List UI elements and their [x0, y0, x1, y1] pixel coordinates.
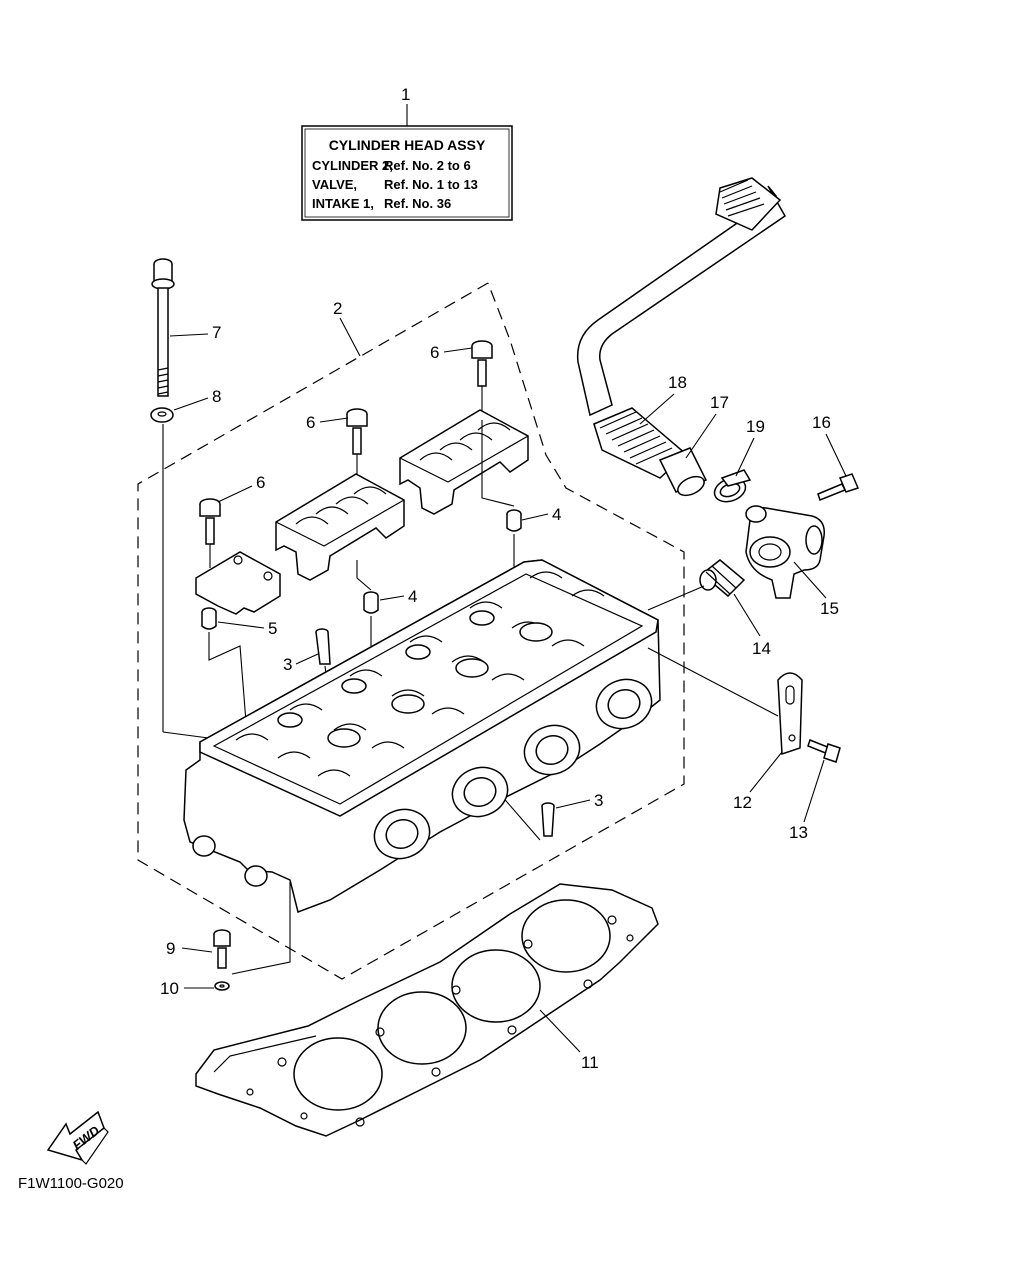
callout-14: 14 — [752, 639, 771, 658]
callout-8: 8 — [212, 387, 221, 406]
callout-19: 19 — [746, 417, 765, 436]
callout-15: 15 — [820, 599, 839, 618]
camshaft-cap-left — [195, 551, 281, 615]
callout-4-upper: 4 — [552, 505, 561, 524]
figure-code: F1W1100-G020 — [18, 1175, 124, 1192]
head-gasket — [195, 883, 659, 1137]
info-line-3-name: INTAKE 1, — [312, 196, 374, 211]
info-line-2-ref: Ref. No. 1 to 13 — [384, 177, 478, 192]
hose-clamp — [713, 469, 752, 503]
bolt-6-left — [199, 498, 221, 545]
info-box: CYLINDER HEAD ASSY CYLINDER 2, Ref. No. … — [301, 104, 513, 221]
valve-guide-3-upper — [315, 628, 331, 665]
callout-3-lower: 3 — [594, 791, 603, 810]
dowel-4-upper — [506, 509, 522, 532]
callout-12: 12 — [733, 793, 752, 812]
bolt-16 — [817, 473, 860, 501]
bolt-6-right — [471, 340, 493, 387]
thermo-sensor — [699, 559, 746, 598]
valve-guide-3-lower — [541, 802, 555, 837]
callout-2: 2 — [333, 299, 342, 318]
bolt-13 — [807, 739, 841, 763]
callout-5: 5 — [268, 619, 277, 638]
callout-3-upper: 3 — [283, 655, 292, 674]
cylinder-head — [183, 559, 661, 913]
fwd-arrow: FWD — [46, 1110, 109, 1165]
info-line-1-name: CYLINDER 2, — [312, 158, 393, 173]
callout-6-top: 6 — [430, 343, 439, 362]
bolt-6-middle — [346, 408, 368, 455]
callout-10: 10 — [160, 979, 179, 998]
camshaft-cap-middle — [275, 473, 405, 581]
dowel-5 — [201, 607, 217, 630]
callout-11: 11 — [581, 1053, 599, 1072]
breather-hose — [576, 177, 786, 497]
washer-8 — [150, 407, 174, 423]
info-line-3-ref: Ref. No. 36 — [384, 196, 451, 211]
callouts: 1 2 3 3 4 4 5 6 6 6 7 8 9 10 11 12 13 1 — [160, 85, 847, 1072]
thermostat-housing — [745, 505, 825, 599]
callout-16: 16 — [812, 413, 831, 432]
callout-1: 1 — [401, 85, 410, 104]
camshaft-cap-right — [399, 409, 529, 515]
callout-7: 7 — [212, 323, 221, 342]
callout-4-lower: 4 — [408, 587, 417, 606]
bolt-9 — [213, 929, 231, 969]
long-bolt-7 — [151, 258, 175, 397]
washer-10 — [214, 981, 230, 991]
bracket-12 — [777, 672, 803, 756]
dowel-4-lower — [363, 591, 379, 614]
info-line-1-ref: Ref. No. 2 to 6 — [384, 158, 471, 173]
assembly-boundary — [137, 282, 685, 980]
callout-6-middle: 6 — [306, 413, 315, 432]
callout-9: 9 — [166, 939, 175, 958]
info-box-title: CYLINDER HEAD ASSY — [329, 137, 486, 153]
info-line-2-name: VALVE, — [312, 177, 357, 192]
callout-18: 18 — [668, 373, 687, 392]
callout-6-left: 6 — [256, 473, 265, 492]
callout-17: 17 — [710, 393, 729, 412]
callout-13: 13 — [789, 823, 808, 842]
